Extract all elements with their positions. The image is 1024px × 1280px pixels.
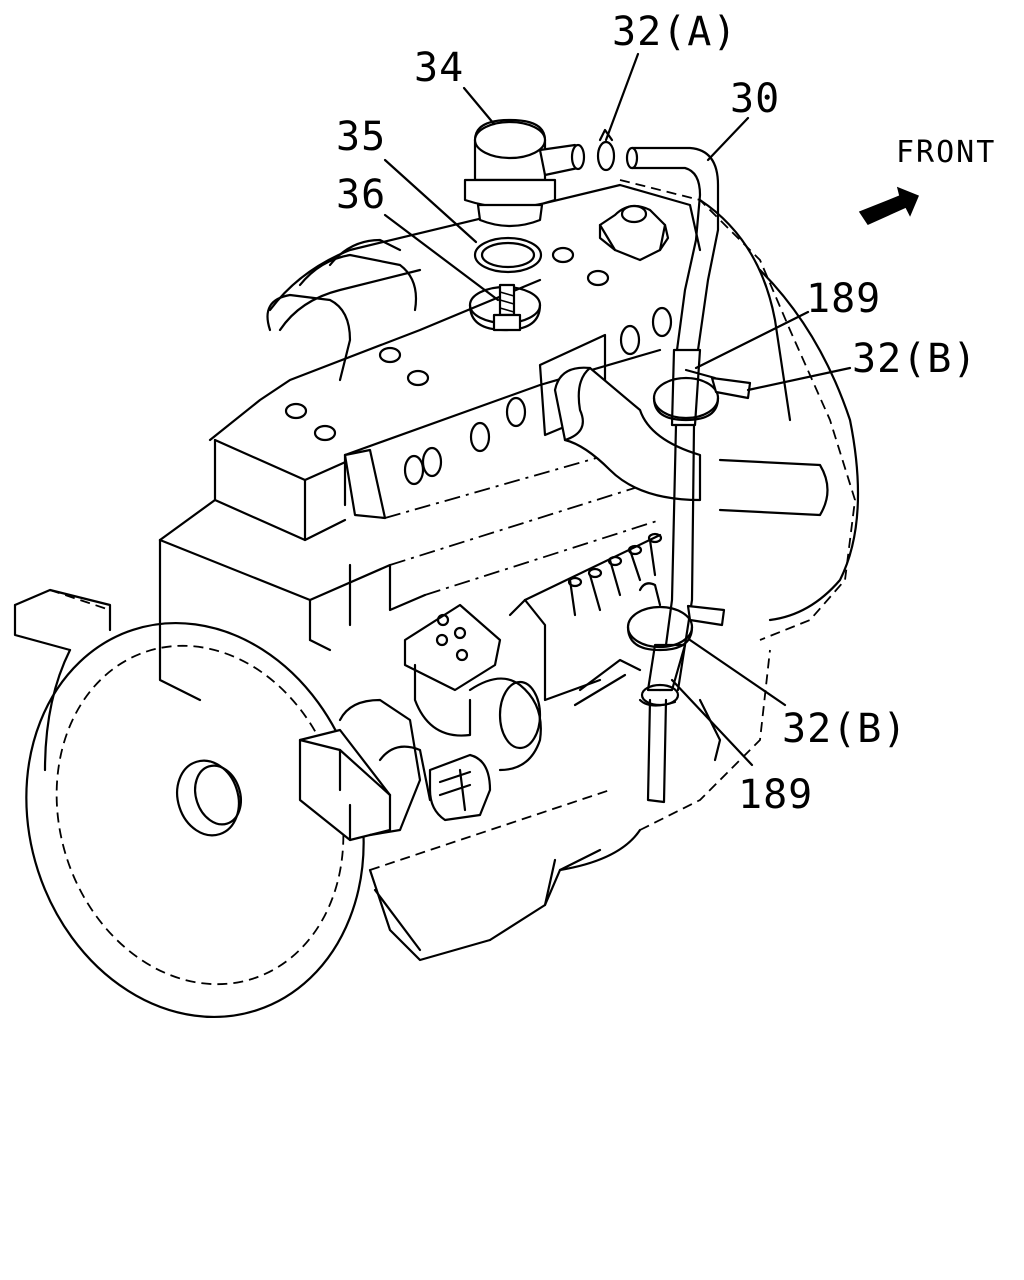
callout-32b-bottom: 32(B) [782, 706, 907, 752]
callout-35: 35 [336, 114, 386, 160]
callout-labels: 34 32(A) 30 35 36 189 32(B) 32(B) 189 [336, 9, 977, 818]
callout-36: 36 [336, 172, 386, 218]
hose-part-30 [625, 146, 720, 804]
gasket-part-35 [473, 236, 543, 274]
clip-part-32a [596, 128, 616, 172]
callout-189-top: 189 [806, 276, 881, 322]
engine-block [13, 179, 860, 1019]
callout-32b-top: 32(B) [852, 336, 977, 382]
callout-34: 34 [414, 45, 464, 91]
clamp-part-32b-upper [652, 368, 752, 422]
breather-part-34 [463, 118, 586, 228]
front-arrow-icon [858, 186, 919, 225]
front-label: FRONT [896, 135, 996, 170]
front-direction-indicator: FRONT [858, 135, 996, 225]
bolt-part-36 [492, 283, 522, 332]
leader-lines [383, 52, 852, 767]
callout-30: 30 [730, 76, 780, 122]
callout-189-bottom: 189 [738, 772, 813, 818]
callout-32a: 32(A) [612, 9, 737, 55]
clamp-part-32b-lower [626, 582, 726, 652]
